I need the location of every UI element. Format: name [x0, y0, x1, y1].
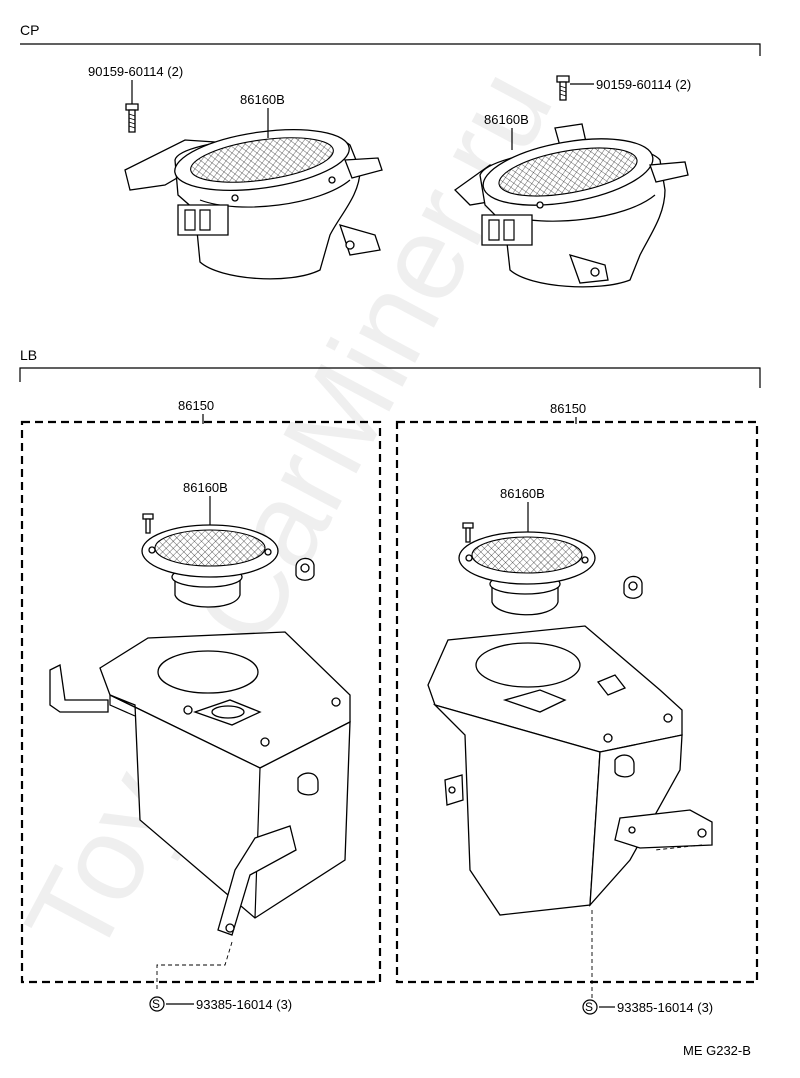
lb-clip-left-icon: [295, 557, 315, 581]
callout-lb-speaker-right: 86160B: [500, 486, 545, 501]
cp-screw-left-icon: [125, 80, 139, 133]
group-box-right: [395, 420, 759, 984]
callout-lb-nut-right: 93385-16014 (3): [617, 1000, 713, 1015]
lb-screw-right-icon: [462, 522, 474, 543]
section-bracket-lb: [19, 367, 761, 388]
cp-speaker-left-icon: [124, 129, 383, 280]
standard-symbol-right-icon: S: [582, 999, 598, 1015]
lb-box-left-icon: [49, 631, 351, 936]
section-bracket-cp: [20, 43, 761, 56]
section-label-cp: CP: [20, 22, 39, 38]
section-label-lb: LB: [20, 347, 37, 363]
callout-lb-box-right: 86150: [550, 401, 586, 416]
lb-clip-right-icon: [623, 575, 643, 599]
section-lb: LB 86150 86150 86160B: [19, 347, 761, 1015]
lb-screw-left-icon: [142, 513, 154, 534]
standard-symbol-left-icon: S: [149, 996, 165, 1012]
lb-speaker-left-icon: [141, 524, 279, 608]
svg-text:S: S: [152, 997, 160, 1011]
svg-text:S: S: [585, 1000, 593, 1014]
cp-speaker-right-icon: [453, 123, 689, 288]
section-cp: CP 90159-60114 (2) 86160B: [20, 22, 761, 288]
callout-cp-speaker-right: 86160B: [484, 112, 529, 127]
callout-lb-nut-left: 93385-16014 (3): [196, 997, 292, 1012]
callout-cp-speaker-left: 86160B: [240, 92, 285, 107]
callout-cp-screw-right: 90159-60114 (2): [596, 77, 691, 92]
lb-speaker-right-icon: [458, 531, 596, 616]
diagram-ref-code: ME G232-B: [683, 1043, 751, 1058]
group-box-left: [20, 420, 382, 984]
callout-lb-speaker-left: 86160B: [183, 480, 228, 495]
callout-cp-screw-left: 90159-60114 (2): [88, 64, 183, 79]
callout-lb-box-left: 86150: [178, 398, 214, 413]
cp-screw-right-icon: [556, 75, 594, 101]
lb-box-right-icon: [427, 625, 713, 916]
